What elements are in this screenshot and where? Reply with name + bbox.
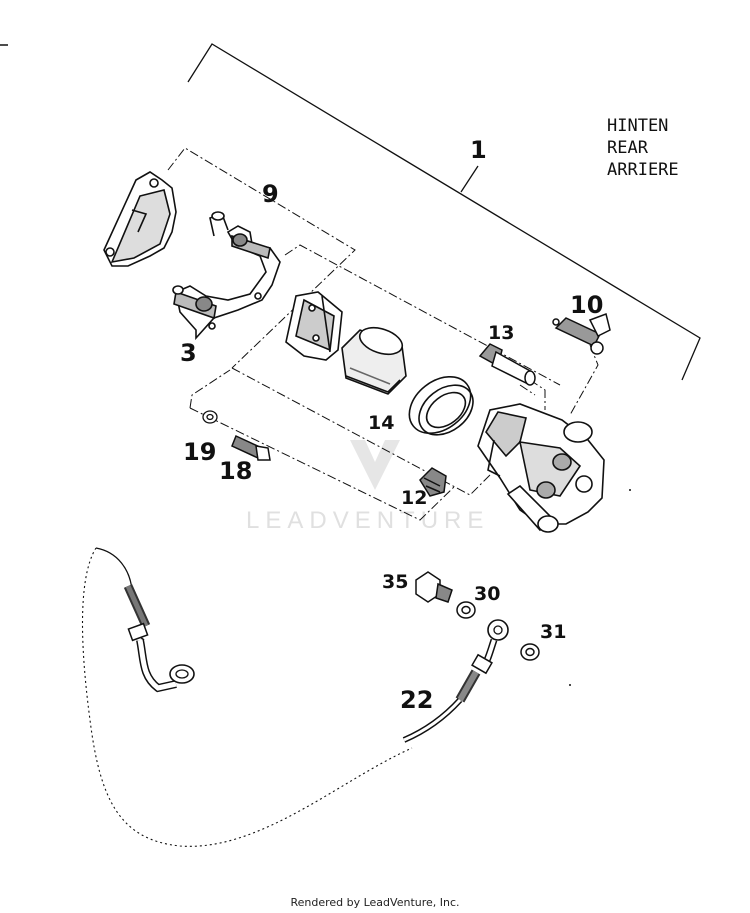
washer-19 [202,410,218,424]
watermark-logo [350,440,400,490]
callout-35: 35 [382,571,408,593]
stray-dot [569,684,571,686]
guide-pin [478,343,536,386]
caliper-bracket [172,211,281,341]
piston [341,326,407,395]
washer-30 [456,601,476,619]
watermark: LEADVENTURE [246,440,489,534]
dust-boot [419,467,447,497]
footer-credit: Rendered by LeadVenture, Inc. [290,896,459,909]
callout-10: 10 [570,291,603,319]
brake-pad [103,171,177,267]
seal-ring [408,375,474,436]
callout-13: 13 [488,322,514,344]
banjo-bolt-35 [415,571,453,603]
callout-22: 22 [400,686,433,714]
callout-9: 9 [262,180,279,208]
bleeder-valve [552,313,611,355]
watermark-text: LEADVENTURE [246,507,489,534]
callout-18: 18 [219,457,252,485]
heading-line-arriere: ARRIERE [607,160,679,180]
assembly-bracket [187,43,701,381]
callout-12: 12 [401,487,427,509]
hose-routing-dotted [81,547,413,847]
heading-line-hinten: HINTEN [607,116,668,136]
caliper-body [477,403,605,533]
bolt-18 [231,434,271,461]
callout-30: 30 [474,583,500,605]
callout-14: 14 [368,412,394,434]
stray-dot [629,489,631,491]
callout-31: 31 [540,621,566,643]
callouts: 1 9 10 13 3 14 19 18 12 35 30 31 22 [180,136,603,714]
left-brake-hose [95,547,195,693]
callout-1: 1 [470,136,487,164]
callout-3: 3 [180,339,197,367]
anti-rattle-plate [285,291,343,361]
heading-line-rear: REAR [607,138,649,158]
right-brake-hose [402,619,509,743]
heading: HINTEN REAR ARRIERE [607,116,679,180]
callout-19: 19 [183,438,216,466]
washer-31 [520,643,540,661]
